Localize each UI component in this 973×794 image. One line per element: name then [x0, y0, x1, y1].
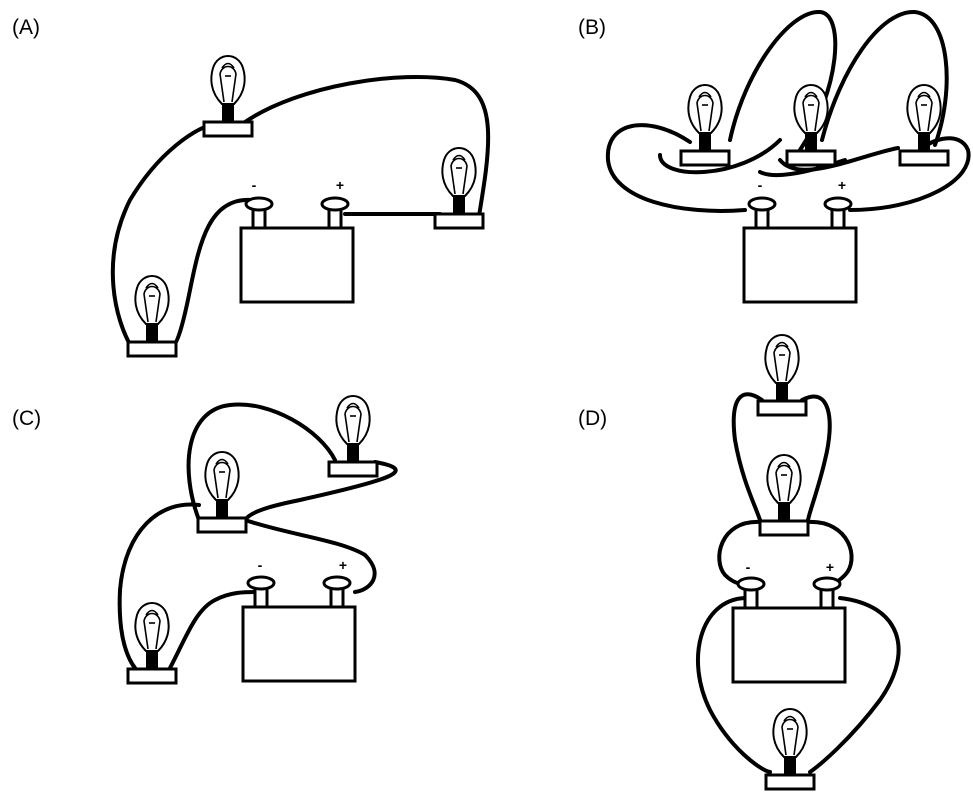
positive-terminal-sign: +	[339, 557, 347, 573]
battery	[731, 576, 847, 684]
positive-terminal-sign: +	[838, 177, 846, 193]
bulb	[756, 333, 808, 417]
negative-terminal-sign: -	[758, 177, 763, 193]
bulb	[327, 394, 379, 478]
panel-c-label: (C)	[12, 407, 42, 430]
positive-terminal-sign: +	[826, 559, 834, 575]
positive-terminal-sign: +	[336, 177, 344, 193]
negative-terminal-sign: -	[252, 177, 257, 193]
panel-c-circuit: - +	[117, 394, 398, 685]
panel-d-label: (D)	[578, 407, 608, 430]
bulb	[202, 54, 254, 138]
panel-d-circuit: - +	[695, 333, 901, 791]
negative-terminal-sign: -	[746, 559, 751, 575]
bulb	[679, 83, 731, 167]
bulb	[764, 707, 816, 791]
bulb	[758, 453, 810, 537]
bulb	[196, 450, 248, 534]
negative-terminal-sign: -	[258, 557, 263, 573]
battery	[241, 575, 357, 683]
panel-b-label: (B)	[578, 16, 606, 39]
panel-a-circuit: - +	[110, 54, 491, 358]
bulb	[126, 601, 178, 685]
bulb	[126, 274, 178, 358]
battery	[239, 196, 355, 304]
bulb	[433, 146, 485, 230]
panel-a-label: (A)	[12, 16, 40, 39]
panel-b-circuit: - +	[605, 9, 971, 304]
battery	[742, 196, 858, 304]
